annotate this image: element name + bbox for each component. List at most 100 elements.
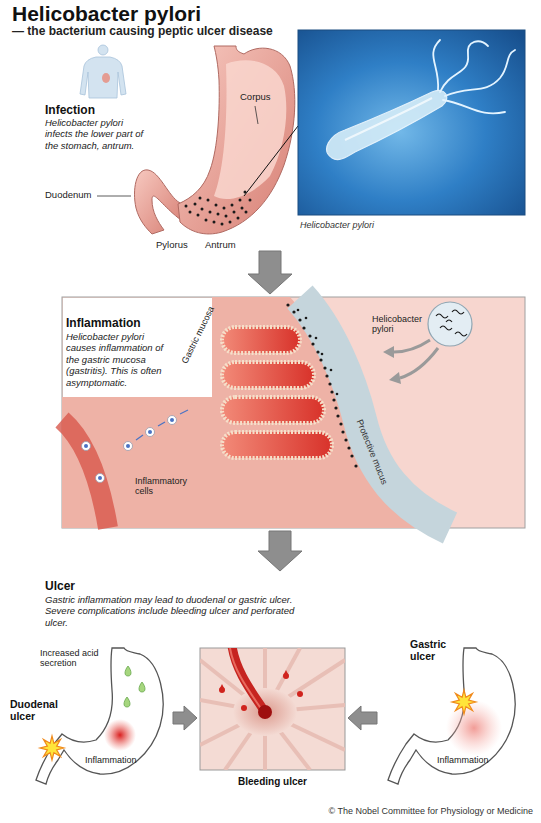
part-label: Inflammatory cells xyxy=(135,476,197,497)
inflammatory-cell xyxy=(82,442,91,451)
bacteria-dots xyxy=(316,350,319,353)
acid-drop xyxy=(139,682,145,692)
magnified-view xyxy=(446,320,452,322)
inflammatory-cell xyxy=(96,474,105,483)
bacteria-dots xyxy=(185,205,188,208)
bleeding-ulcer-illustration xyxy=(200,646,345,770)
inflammatory-cell xyxy=(158,422,165,426)
bacteria-dots xyxy=(347,446,350,449)
bacteria-dots xyxy=(332,398,335,401)
bacteria-dots xyxy=(286,303,289,306)
bleeding-ulcer-illustration xyxy=(200,648,345,770)
flagella xyxy=(445,50,515,96)
bacteria-dots xyxy=(194,203,197,206)
ulcer-label: Gastric ulcer xyxy=(410,638,456,662)
subtitle: — the bacterium causing peptic ulcer dis… xyxy=(12,25,273,39)
bacteria-dots xyxy=(311,342,314,345)
bacteria-dots xyxy=(354,464,357,467)
stomach-outline xyxy=(388,648,515,784)
inflammation-area xyxy=(104,719,136,751)
callout-line xyxy=(244,126,298,196)
part-label: Increased acid secretion xyxy=(40,648,106,669)
bacteria-dots xyxy=(315,337,318,340)
panel-heading: Inflammation xyxy=(66,316,206,330)
acid-drop xyxy=(124,666,145,707)
inflammatory-cell xyxy=(126,444,130,448)
human-figure xyxy=(80,57,126,98)
bacteria-dots xyxy=(213,221,216,224)
flow-arrow xyxy=(173,706,197,730)
bacteria-dots xyxy=(330,369,333,372)
bacteria-dots xyxy=(245,211,248,214)
bleeding-ulcer-illustration xyxy=(230,648,262,710)
bacteria-dots xyxy=(205,219,208,222)
gastric-mucosa-illustration xyxy=(62,297,525,528)
bacteria-dots xyxy=(249,199,252,202)
bacteria-dots xyxy=(341,430,344,433)
inflammatory-cell xyxy=(136,435,143,440)
bacteria-dots xyxy=(217,213,220,216)
bleeding-ulcer-illustration xyxy=(258,705,272,719)
bacteria-dots xyxy=(199,197,202,200)
bacteria-dots xyxy=(330,390,333,393)
flow-arrow xyxy=(258,531,302,571)
human-figure xyxy=(98,45,108,55)
inflammation-panel: InflammationHelicobacter pylori causes i… xyxy=(62,297,525,528)
bacteria-dots xyxy=(225,215,228,218)
bacteria-dots xyxy=(201,208,204,211)
bleeding-ulcer-view: Bleeding ulcer xyxy=(200,648,345,770)
part-label: Inflammation xyxy=(85,755,155,765)
leader-line xyxy=(97,196,131,197)
stomach-outline xyxy=(388,648,515,784)
mucosal-fold xyxy=(200,648,345,770)
panel-body: Helicobacter pylori infects the lower pa… xyxy=(45,117,145,151)
inflammatory-cell xyxy=(180,410,188,414)
copyright-note: © The Nobel Committee for Physiology or … xyxy=(328,806,533,816)
bacteria-dots xyxy=(237,217,240,220)
magnified-view xyxy=(400,348,438,378)
ulcer-label: Duodenal ulcer xyxy=(10,698,62,722)
flagella xyxy=(443,100,505,113)
bacteria-dots xyxy=(328,382,331,385)
bleeding-ulcer-illustration xyxy=(233,688,297,736)
inflammatory-cell xyxy=(124,442,133,451)
leader-line xyxy=(255,106,258,124)
inflammation-area xyxy=(446,700,502,756)
blood-vessel xyxy=(232,648,265,712)
magnified-view xyxy=(452,310,464,314)
gastric-pit xyxy=(222,327,332,458)
inflammatory-cell xyxy=(82,410,189,483)
bacteria-dots xyxy=(308,334,311,337)
blood-drop xyxy=(241,705,247,711)
bacteria-dots xyxy=(339,422,342,425)
diagram-title: Helicobacter pylori xyxy=(12,2,201,26)
flow-arrow xyxy=(248,251,292,294)
inflammatory-cell xyxy=(168,416,177,425)
bacteria-dots xyxy=(189,211,192,214)
part-label: Duodenum xyxy=(45,190,91,201)
inflammatory-cell xyxy=(84,444,88,448)
gastric-pit xyxy=(222,327,300,353)
flagella xyxy=(440,41,488,92)
bacteria-dots xyxy=(323,366,326,369)
flow-arrow xyxy=(348,706,377,730)
panel-body: Helicobacter pylori causes inflammation … xyxy=(66,331,174,388)
bacterium-photo xyxy=(327,90,447,159)
part-label: Helicobacter pylori xyxy=(372,314,422,335)
panel-heading: Infection xyxy=(45,103,155,117)
bacteria-dots xyxy=(305,317,308,320)
bacteria-dots xyxy=(241,207,244,210)
bacteria-dots xyxy=(319,358,322,361)
blood-vessel xyxy=(62,420,108,528)
bacteria-dots xyxy=(221,223,224,226)
bacteria-dots xyxy=(207,199,210,202)
magnified-view xyxy=(389,372,401,384)
ulcer-starburst xyxy=(40,736,64,760)
blood-drop xyxy=(219,670,303,711)
inflammatory-cell xyxy=(98,476,102,480)
bacteria-dots xyxy=(292,310,295,313)
inflammatory-cell xyxy=(146,428,155,437)
magnified-view xyxy=(428,302,472,346)
inflammatory-cell xyxy=(170,418,174,422)
